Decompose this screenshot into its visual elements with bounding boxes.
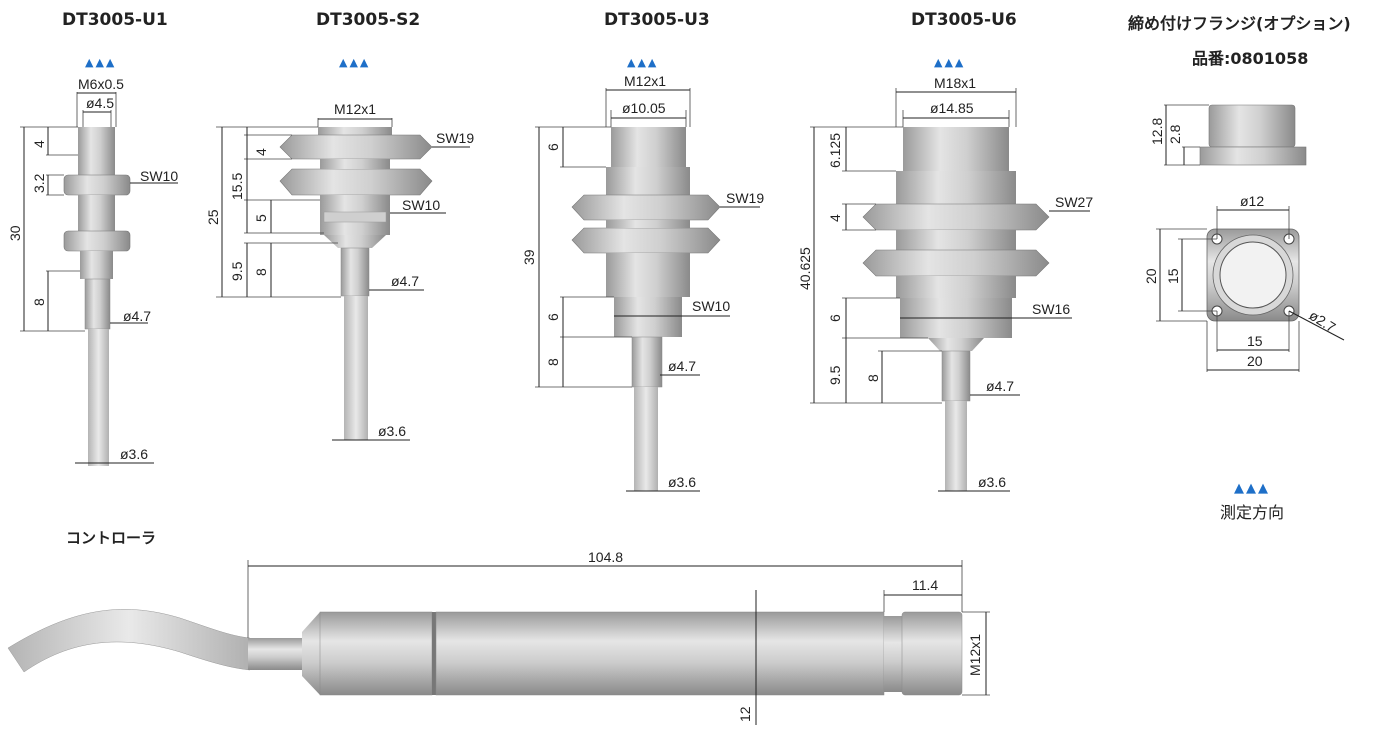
u6-wrench-body: SW16 bbox=[1032, 301, 1070, 317]
u6-dim-lower: 9.5 bbox=[827, 365, 843, 385]
s2-dim-nut: 4 bbox=[253, 148, 269, 156]
u1-dim-top: 4 bbox=[31, 140, 47, 148]
u6-inner-diameter: ø14.85 bbox=[930, 100, 974, 116]
u3-wrench-nut: SW19 bbox=[726, 190, 764, 206]
s2-shaft-diameter: ø4.7 bbox=[391, 273, 419, 289]
u3-wrench-body: SW10 bbox=[692, 298, 730, 314]
flange-dim-height: 12.8 bbox=[1149, 118, 1165, 145]
flange-hole: ø2.7 bbox=[1306, 307, 1338, 336]
u1-dim-nut: 3.2 bbox=[31, 173, 47, 193]
s2-dim-total: 25 bbox=[205, 209, 221, 225]
u6-dim-total: 40.625 bbox=[797, 247, 813, 290]
u6-thread: M18x1 bbox=[934, 75, 976, 91]
flange-dim-inner-h: 15 bbox=[1247, 333, 1263, 349]
u3-inner-diameter: ø10.05 bbox=[622, 100, 666, 116]
u6-cable-diameter: ø3.6 bbox=[978, 474, 1006, 490]
legend-label: 測定方向 bbox=[1220, 503, 1285, 522]
controller-diameter: 12 bbox=[737, 706, 753, 722]
u1-shaft-diameter: ø4.7 bbox=[123, 308, 151, 324]
s2-wrench-nut: SW19 bbox=[436, 130, 474, 146]
measuring-direction-icon: ▲▲▲ bbox=[339, 56, 371, 69]
sensor-u1-drawing bbox=[20, 92, 178, 466]
u6-dim-nut: 4 bbox=[827, 214, 843, 222]
measuring-direction-icon: ▲▲▲ bbox=[85, 56, 117, 69]
u1-dim-total: 30 bbox=[7, 225, 23, 241]
flange-dim-outer-v: 20 bbox=[1143, 268, 1159, 284]
flange-dim-base: 2.8 bbox=[1167, 124, 1183, 144]
sensor-u3-drawing bbox=[535, 88, 760, 492]
flange-hole-center: ø12 bbox=[1240, 193, 1264, 209]
flange-part-number: 品番:0801058 bbox=[1192, 49, 1309, 68]
s2-dim-upper: 15.5 bbox=[229, 173, 245, 200]
sensor-u6-drawing bbox=[810, 88, 1090, 492]
u1-inner-diameter: ø4.5 bbox=[86, 95, 114, 111]
sensor-title-u1: DT3005-U1 bbox=[62, 10, 168, 30]
u6-dim-body: 6 bbox=[827, 314, 843, 322]
u3-cable-diameter: ø3.6 bbox=[668, 474, 696, 490]
s2-thread: M12x1 bbox=[334, 101, 376, 117]
flange-top-drawing bbox=[1156, 206, 1345, 372]
u3-shaft-diameter: ø4.7 bbox=[668, 358, 696, 374]
measuring-direction-icon: ▲▲▲ bbox=[627, 56, 659, 69]
flange-dim-outer-h: 20 bbox=[1247, 353, 1263, 369]
flange-dim-inner-v: 15 bbox=[1165, 268, 1181, 284]
controller-tip-length: 11.4 bbox=[912, 577, 938, 593]
u6-shaft-diameter: ø4.7 bbox=[986, 378, 1014, 394]
u3-dim-bottom: 8 bbox=[545, 358, 561, 366]
flange-title: 締め付けフランジ(オプション) bbox=[1128, 14, 1351, 33]
u3-dim-total: 39 bbox=[521, 249, 537, 265]
sensor-title-u6: DT3005-U6 bbox=[911, 10, 1017, 30]
u1-wrench: SW10 bbox=[140, 168, 178, 184]
legend-arrows-icon: ▲▲▲ bbox=[1234, 481, 1270, 496]
u6-dim-shaft: 8 bbox=[865, 374, 881, 382]
u1-thread: M6x0.5 bbox=[78, 76, 124, 92]
sensor-title-s2: DT3005-S2 bbox=[316, 10, 421, 30]
s2-dim-lower: 9.5 bbox=[229, 261, 245, 281]
u6-dim-top: 6.125 bbox=[827, 133, 843, 168]
u3-thread: M12x1 bbox=[624, 73, 666, 89]
s2-dim-shaft: 8 bbox=[253, 268, 269, 276]
controller-thread: M12x1 bbox=[967, 634, 983, 676]
sensor-title-u3: DT3005-U3 bbox=[604, 10, 710, 30]
controller-title: コントローラ bbox=[66, 529, 157, 547]
flange-side-drawing bbox=[1164, 104, 1307, 166]
s2-cable-diameter: ø3.6 bbox=[378, 423, 406, 439]
measuring-direction-icon: ▲▲▲ bbox=[934, 56, 966, 69]
u6-wrench-nut: SW27 bbox=[1055, 194, 1093, 210]
u3-dim-top: 6 bbox=[545, 143, 561, 151]
s2-dim-body: 5 bbox=[253, 214, 269, 222]
sensor-s2-drawing bbox=[216, 118, 470, 441]
u3-dim-body: 6 bbox=[545, 313, 561, 321]
u1-dim-bottom: 8 bbox=[31, 298, 47, 306]
controller-length: 104.8 bbox=[588, 549, 623, 565]
s2-wrench-body: SW10 bbox=[402, 197, 440, 213]
controller-drawing bbox=[7, 560, 990, 725]
u1-cable-diameter: ø3.6 bbox=[120, 446, 148, 462]
